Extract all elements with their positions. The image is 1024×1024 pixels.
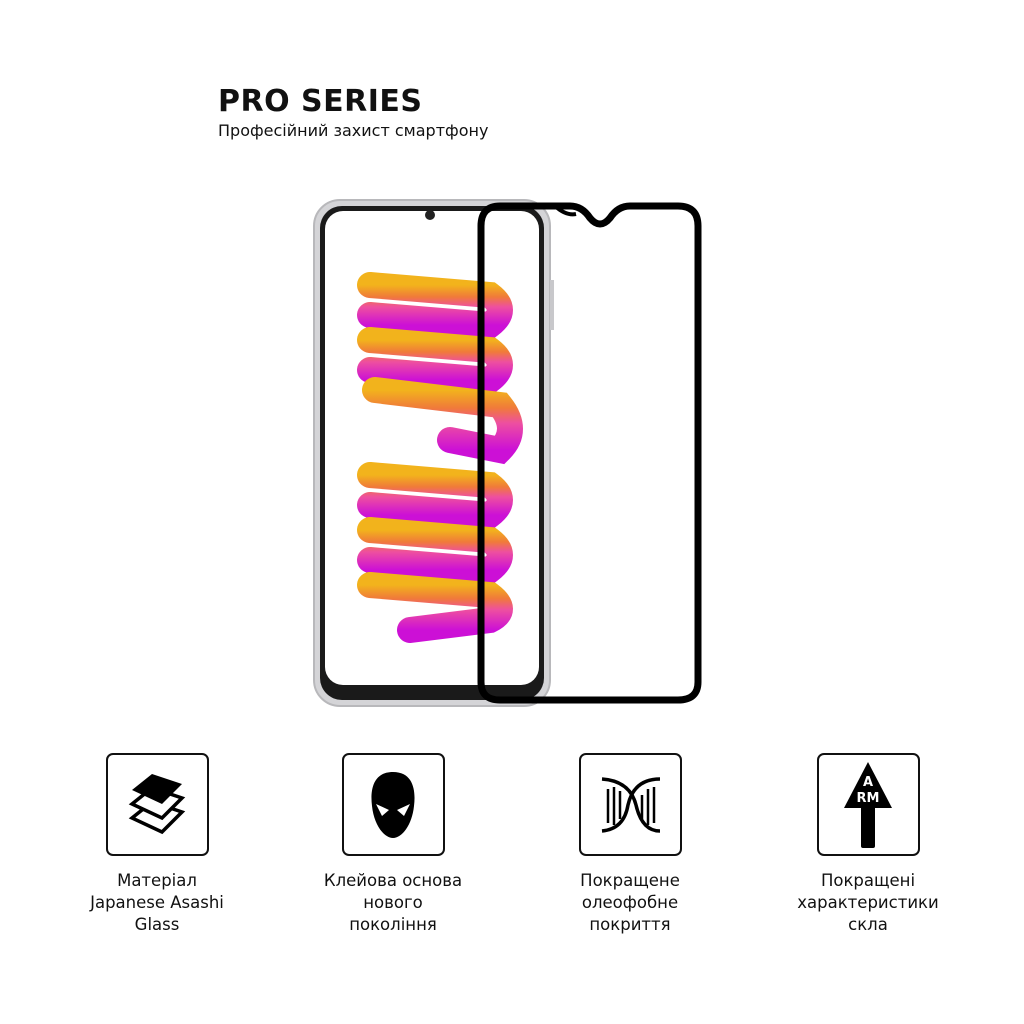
feature-oleophobic: Покращене олеофобне покриття xyxy=(530,753,730,936)
feature-label: Покращені характеристики скла xyxy=(797,871,939,934)
feature-glass-strength: A RM Покращені характеристики скла xyxy=(768,753,968,936)
feature-label: Клейова основа нового покоління xyxy=(323,871,463,934)
screen-protector-film xyxy=(477,202,702,704)
spider-mask-icon xyxy=(341,753,445,856)
page-subtitle: Професійний захист смартфону xyxy=(218,121,489,140)
screen-logo xyxy=(357,272,523,643)
feature-label: Матеріал Japanese Asashi Glass xyxy=(90,871,224,934)
feature-glass-material: Матеріал Japanese Asashi Glass xyxy=(57,753,257,936)
smartphone xyxy=(313,199,554,707)
page-title: PRO SERIES xyxy=(218,84,423,119)
svg-text:A: A xyxy=(863,775,873,790)
arm-arrow-icon: A RM xyxy=(816,753,920,856)
feature-adhesive: Клейова основа нового покоління xyxy=(293,753,493,936)
product-image xyxy=(300,190,720,720)
svg-text:RM: RM xyxy=(857,791,880,806)
dna-helix-icon xyxy=(578,753,682,856)
glass-layers-icon xyxy=(105,753,209,856)
feature-label: Покращене олеофобне покриття xyxy=(580,871,680,934)
